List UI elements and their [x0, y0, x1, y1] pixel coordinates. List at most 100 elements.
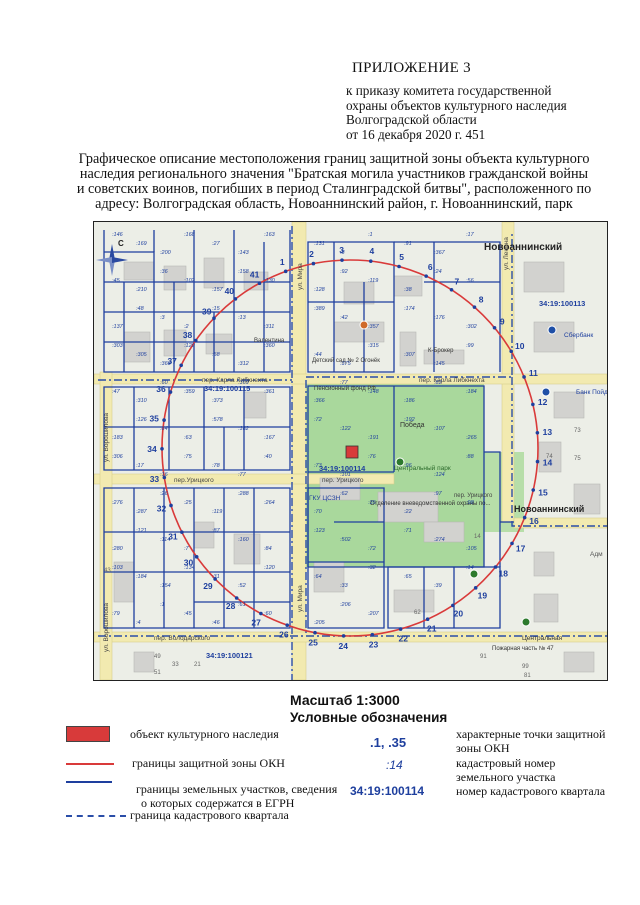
parcel-number: :25 [184, 500, 193, 506]
parcel-number: :121 [136, 528, 147, 534]
parcel-number: :2 [184, 324, 189, 330]
parcel-number: :52 [238, 583, 246, 589]
zone-point-label: 41 [250, 269, 260, 279]
zone-point-label: 19 [478, 590, 488, 600]
zone-point-dot [531, 402, 535, 407]
map-pin-icon[interactable] [469, 569, 479, 579]
parcel-number: :302 [466, 324, 477, 330]
building [553, 391, 585, 419]
quarter-boundary [306, 232, 513, 378]
legend-zone-swatch [66, 763, 114, 765]
zone-point-dot [397, 264, 401, 269]
map-pin-icon[interactable] [359, 320, 369, 330]
parcel-number: :114 [160, 537, 170, 543]
road-uritskogo [94, 473, 395, 485]
parcel-number: :210 [136, 287, 148, 293]
parcel-number: :120 [264, 565, 276, 571]
quarter-number: 34:19:100115 [204, 384, 250, 393]
parcel-number: :33 [340, 583, 349, 589]
legend-zone-label: границы защитной зоны ОКН [132, 756, 285, 770]
zone-point-label: 30 [184, 558, 194, 568]
parcel-number: :131 [314, 241, 325, 247]
parcel-number: :315 [368, 343, 380, 349]
zone-point-label: 26 [279, 630, 289, 640]
zone-point-label: 8 [479, 295, 484, 305]
place-label: Пенсионный фонд РФ [314, 385, 376, 392]
zone-point-label: 34 [147, 444, 157, 454]
zone-point-dot [259, 611, 263, 616]
parcel-number: :13 [238, 315, 247, 321]
house-number: 81 [524, 673, 531, 679]
parcel-number: :123 [314, 528, 326, 534]
zone-point-dot [522, 515, 527, 520]
map-pin-icon[interactable] [395, 457, 405, 467]
parcel-number: :264 [264, 500, 275, 506]
legend-points-sample: .1, .35 [370, 735, 407, 750]
zone-point-dot [180, 530, 184, 534]
house-number: 62 [414, 610, 421, 616]
parcel-number: :183 [112, 435, 124, 441]
legend-parcel-swatch [66, 781, 112, 783]
parcel-number: :79 [112, 611, 120, 617]
zone-point-dot [233, 297, 238, 301]
house-number: 99 [522, 664, 529, 670]
zone-point-dot [493, 565, 498, 569]
parcel-number: :1 [160, 602, 165, 608]
map-scale: Масштаб 1:3000 [290, 692, 400, 708]
street-label: ул. Ленина [503, 237, 510, 270]
parcel-number: :206 [340, 602, 352, 608]
building [343, 281, 375, 305]
parcel-number: :357 [368, 324, 380, 330]
parcel-number: :78 [212, 463, 221, 469]
house-number: 21 [194, 662, 201, 668]
map-pin-icon[interactable] [547, 325, 557, 335]
parcel-number: :26 [160, 491, 169, 497]
parcel-number: :58 [212, 352, 221, 358]
zone-point-label: 28 [226, 601, 236, 611]
parcel-number: :578 [212, 417, 224, 423]
place-label: Новоаннинский [514, 504, 584, 514]
building [523, 261, 565, 293]
road-volodarskogo [94, 631, 607, 643]
parcel-number: :102 [184, 278, 195, 284]
street-label: ул. Ворошилова [103, 603, 110, 652]
zone-point-label: 16 [529, 516, 539, 526]
parcel-number: :73 [314, 463, 323, 469]
zone-point-label: 15 [538, 487, 548, 497]
legend-points-label: характерные точки защитной [456, 727, 606, 741]
building [193, 521, 215, 549]
parcel-number: :307 [404, 352, 416, 358]
zone-point-label: 33 [150, 474, 160, 484]
parcel-number: :72 [314, 417, 322, 423]
legend-parcel-label-2: о которых содержатся в ЕГРН [141, 796, 295, 810]
parcel-number: :369 [238, 380, 249, 386]
place-label: Пожарная часть № 47 [492, 645, 554, 652]
parcel-number: :42 [340, 315, 348, 321]
zone-point-dot [169, 503, 173, 508]
building [393, 275, 423, 297]
appendix-title: ПРИЛОЖЕНИЕ 3 [352, 60, 471, 76]
parcel-number: :288 [238, 491, 250, 497]
parcel-number: :157 [212, 287, 224, 293]
parcel-number: :92 [340, 269, 348, 275]
parcel-number: :184 [136, 574, 147, 580]
parcel-number: :38 [404, 287, 413, 293]
zone-point-label: 29 [203, 581, 213, 591]
parcel-number: :143 [238, 250, 250, 256]
zone-point-label: 5 [399, 252, 404, 262]
building [319, 477, 361, 501]
parcel-number: :191 [368, 435, 379, 441]
building [393, 589, 435, 613]
building [203, 257, 225, 289]
parcel-number: :4 [136, 620, 141, 626]
parcel-number: :122 [340, 426, 351, 432]
compass-north-label: С [118, 239, 124, 248]
map-pin-icon[interactable] [541, 387, 551, 397]
parcel-number: :367 [434, 250, 446, 256]
zone-point-dot [425, 617, 430, 622]
zone-point-dot [160, 447, 164, 451]
map-pin-icon[interactable] [521, 617, 531, 627]
okn-object-marker[interactable] [345, 445, 359, 459]
